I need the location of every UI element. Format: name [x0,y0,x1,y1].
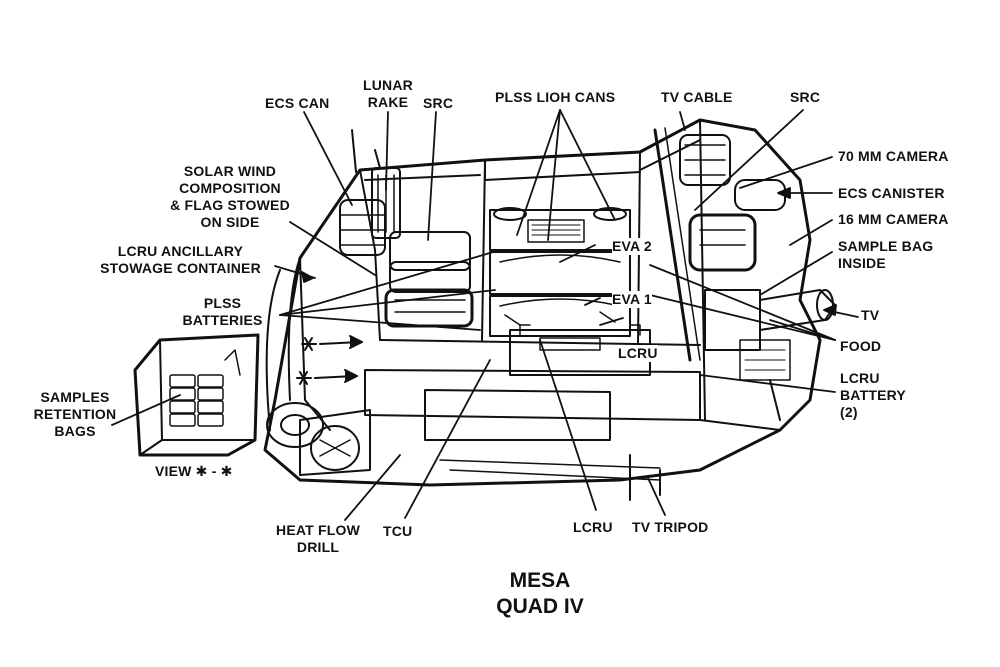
center-compartments [489,207,631,337]
label-samples-retention-line2: RETENTION [33,406,117,422]
label-ecs-canister: ECS CANISTER [838,185,945,201]
label-lcru-ancillary-line1: LCRU ANCILLARY [117,243,244,259]
label-70mm-camera: 70 MM CAMERA [838,148,949,164]
label-sample-bag-line2: INSIDE [838,255,886,271]
label-heat-flow-drill-line1: HEAT FLOW [276,522,360,538]
label-lcru-battery-line3: (2) [840,404,858,420]
leader-lines [111,109,859,521]
label-16mm-camera: 16 MM CAMERA [838,211,949,227]
label-tv-cable: TV CABLE [661,89,733,105]
label-tv-tripod: TV TRIPOD [632,519,709,535]
label-solar-wind-line4: ON SIDE [200,214,260,230]
label-lcru-ancillary-line2: STOWAGE CONTAINER [100,260,261,276]
label-food: FOOD [840,338,882,354]
label-plss-batteries-line1: PLSS [203,295,242,311]
label-tcu: TCU [383,523,413,539]
bottom-frame [299,369,781,501]
label-view: VIEW ✱ - ✱ [155,463,233,479]
right-equipment [653,127,836,421]
label-lunar-rake-line2: RAKE [367,94,409,110]
label-solar-wind-line3: & FLAG STOWED [170,197,290,213]
title-line1: MESA [509,569,571,592]
label-src-left: SRC [423,95,454,111]
view-arrows [296,335,363,385]
label-lcru-battery-line1: LCRU [840,370,880,386]
label-ecs-can: ECS CAN [265,95,330,111]
label-lcru-battery-line2: BATTERY [840,387,906,403]
label-sample-bag-line1: SAMPLE BAG [838,238,934,254]
label-eva2: EVA 2 [612,238,652,255]
label-samples-retention-line1: SAMPLES [40,389,110,405]
label-samples-retention-line3: BAGS [54,423,96,439]
label-solar-wind-line1: SOLAR WIND [183,163,277,179]
label-lunar-rake-line1: LUNAR [363,77,413,93]
label-plss-lioh-cans: PLSS LIOH CANS [495,89,616,105]
label-plss-batteries-line2: BATTERIES [182,312,263,328]
label-solar-wind-line2: COMPOSITION [179,180,281,196]
label-heat-flow-drill-line2: DRILL [296,539,340,555]
label-tv: TV [861,307,880,323]
inset-view-box [133,333,260,457]
label-src-right: SRC [790,89,821,105]
title-line2: QUAD IV [496,595,584,618]
label-eva1: EVA 1 [612,291,652,308]
label-lcru-inner: LCRU [618,345,658,362]
label-lcru-bottom: LCRU [573,519,613,535]
ecs-can-and-rake [339,129,401,256]
